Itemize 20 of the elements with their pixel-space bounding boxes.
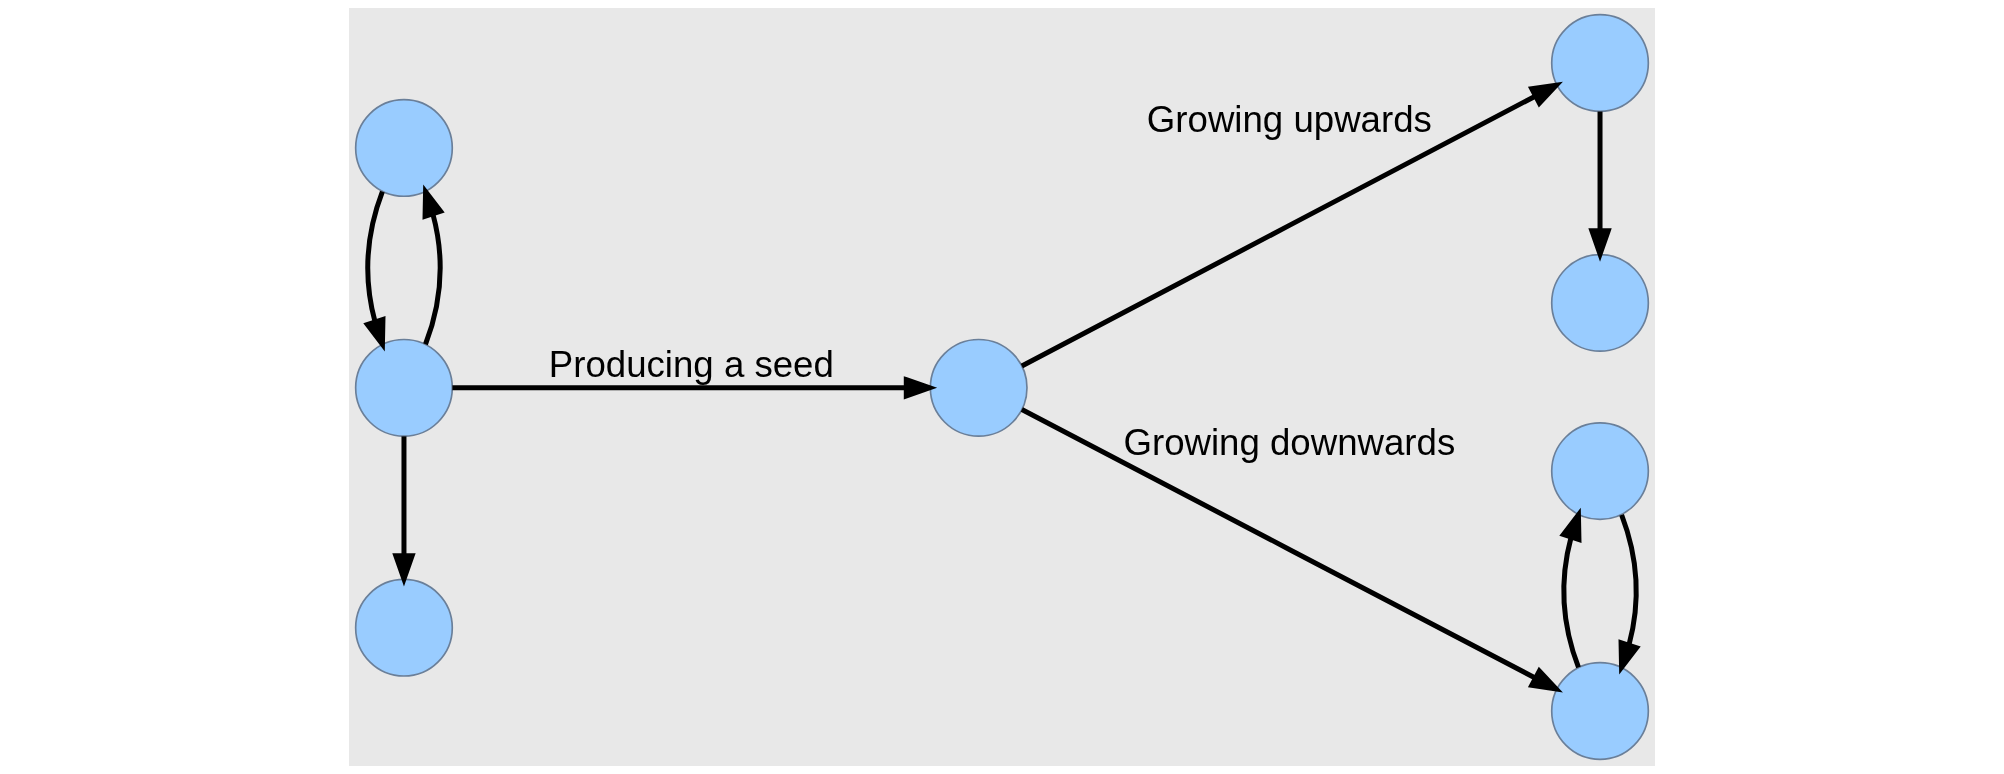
arrow [422,184,445,346]
edge-label: Producing a seed [548,344,834,386]
edge-label: Growing downwards [1123,422,1456,464]
node-circle [354,98,454,198]
arrow [363,190,386,352]
node-circle [1550,13,1650,113]
node-circle [1550,422,1650,521]
node-circle [354,338,454,437]
arrow [1588,111,1612,262]
edge-label: Growing upwards [1146,99,1432,141]
arrow [1020,81,1563,369]
arrow [392,436,416,587]
arrow [1559,507,1582,669]
arrow [452,376,938,400]
node-circle [929,338,1028,437]
node-circle [1550,661,1650,761]
node-circle [354,578,454,677]
node-circle [1550,253,1650,352]
arrow [1618,514,1641,675]
arrow [1020,407,1563,693]
